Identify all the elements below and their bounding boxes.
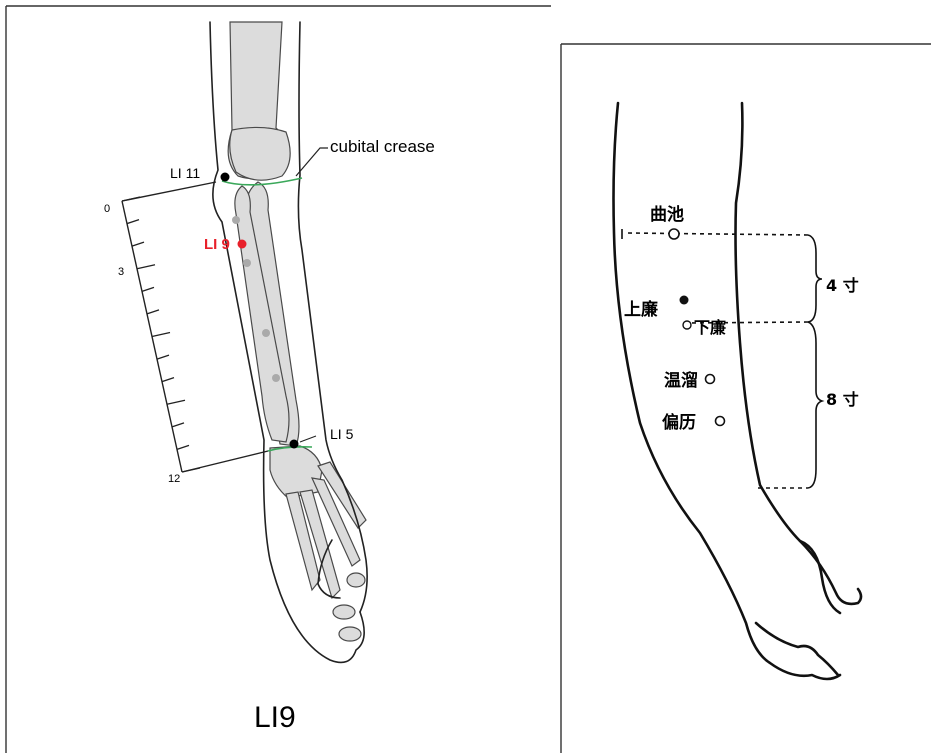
aux-point-2 [243,259,251,267]
scale-label-3: 3 [118,266,124,278]
ink-arm-outline-right [736,103,862,604]
li5-label: LI 5 [330,426,354,442]
measure-4-cun-label: 4 寸 [826,276,859,295]
aux-point-1 [232,216,240,224]
ink-fingers-line [756,623,838,675]
brace-8-cun [808,322,822,488]
elbow-joint [230,127,290,180]
li5-point [290,440,299,449]
aux-point-4 [272,374,280,382]
scale-tick [147,310,159,314]
scale-ticks [122,197,200,472]
scale-tick [162,378,174,382]
li5-leader [300,436,316,442]
brace-4-cun [808,235,822,322]
left-arm-illustration: cubital crease LI 11 LI 9 LI 5 0 3 12 LI… [0,0,551,753]
wenliu-label: 温溜 [664,370,698,391]
li9-point [238,240,247,249]
finger-phalanx-1 [333,605,355,619]
figure-title: LI9 [254,701,296,734]
li11-label: LI 11 [170,165,200,181]
right-figure-panel: 4 寸 8 寸 曲池 上廉 下廉 温溜 偏历 [560,43,931,753]
cubital-crease-leader [296,148,328,176]
thumb-phalanx [347,573,365,587]
pianli-label: 偏历 [662,412,696,433]
measure-8-cun-label: 8 寸 [826,390,859,409]
scale-tick [172,423,184,427]
scale-label-0: 0 [104,203,110,215]
aux-point-3 [262,329,270,337]
scale-tick [167,400,185,404]
scale-tick [157,355,169,359]
pianli-point [716,417,725,426]
right-arm-illustration: 4 寸 8 寸 曲池 上廉 下廉 温溜 偏历 [560,43,931,753]
quchi-point [669,229,679,239]
measure-line-top [628,233,808,235]
shanglian-point [680,296,689,305]
scale-tick [142,287,154,291]
quchi-label: 曲池 [650,204,684,225]
scale-tick [177,445,189,449]
shanglian-label: 上廉 [624,299,658,320]
carpal-bones [270,446,322,498]
scale-tick [132,242,144,246]
li9-label: LI 9 [204,236,230,253]
scale-label-12: 12 [168,473,180,485]
left-figure-panel: cubital crease LI 11 LI 9 LI 5 0 3 12 LI… [0,0,551,753]
scale-tick [182,468,200,472]
cubital-crease-label: cubital crease [330,137,435,156]
scale-tick [137,265,155,269]
scale-tick [122,197,140,201]
ink-arm-outline-left [614,103,841,679]
ink-thumb-line [800,541,840,613]
li11-point [221,173,230,182]
wenliu-point [706,375,715,384]
xialian-label: 下廉 [694,318,726,337]
xialian-point [683,321,691,329]
finger-phalanx-2 [339,627,361,641]
scale-tick [127,220,139,224]
scale-tick [152,333,170,337]
